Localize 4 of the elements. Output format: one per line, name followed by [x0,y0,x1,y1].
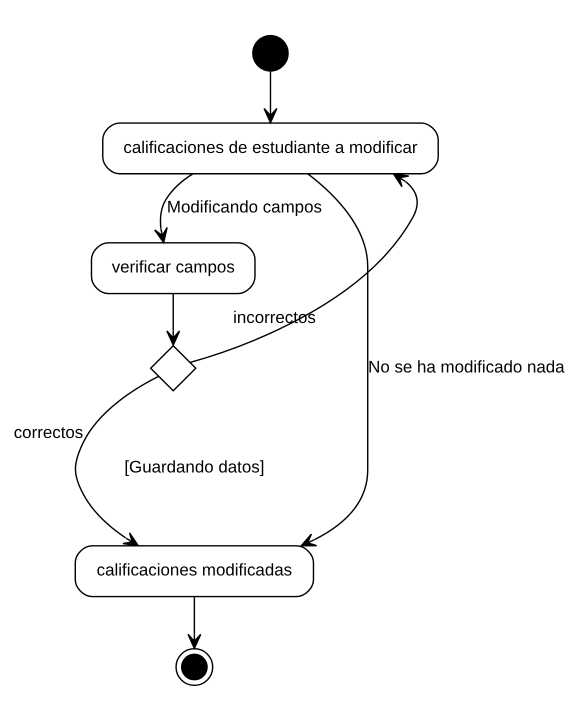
edge-label: Modificando campos [166,197,322,216]
edge-label: correctos [14,422,84,442]
edge-label: No se ha modificado nada [368,357,565,376]
label: [Guardando datos] [124,457,264,476]
